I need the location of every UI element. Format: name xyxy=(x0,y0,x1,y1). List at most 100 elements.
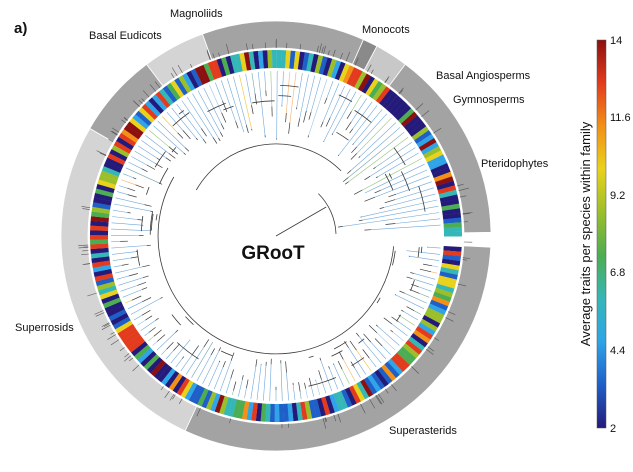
ring-cell-171 xyxy=(216,58,227,77)
ring-cell-29 xyxy=(390,355,407,372)
ring-cell-23 xyxy=(407,336,426,352)
leaf-branch-118 xyxy=(257,71,266,136)
ring-cell-110 xyxy=(96,281,116,291)
outer-tick-19 xyxy=(427,346,435,352)
ring-inner-edge xyxy=(109,69,443,403)
outer-tick-70 xyxy=(462,259,467,261)
leaf-branch-109 xyxy=(203,87,222,124)
ring-cell-21 xyxy=(413,329,431,344)
leaf-branch-52 xyxy=(196,354,212,382)
trunk-arc-0 xyxy=(157,176,394,355)
leaf-branch-108 xyxy=(197,90,221,133)
inner-branch-146 xyxy=(373,167,376,170)
ring-cell-211 xyxy=(382,92,398,109)
ring-cell-222 xyxy=(414,130,432,145)
inner-branch-72 xyxy=(142,275,149,279)
inner-branch-136 xyxy=(345,121,352,131)
outer-tick-85 xyxy=(206,51,211,61)
ring-cell-35 xyxy=(370,372,385,390)
ring-cell-202 xyxy=(350,69,363,88)
leaf-branch-28 xyxy=(333,364,344,387)
outer-tick-101 xyxy=(206,49,211,60)
inner-branch-127 xyxy=(303,110,307,123)
outer-tick-86 xyxy=(78,247,89,249)
ring-cell-77 xyxy=(192,386,205,405)
clade-arc-8 xyxy=(396,314,402,322)
leaf-branch-26 xyxy=(343,359,356,382)
ring-cell-219 xyxy=(406,118,424,134)
ring-cell-107 xyxy=(101,293,120,305)
leaf-branch-110 xyxy=(209,84,222,113)
ring-cell-41 xyxy=(348,385,361,404)
leaf-branch-50 xyxy=(208,361,220,387)
ring-cell-25 xyxy=(402,343,420,359)
outer-tick-45 xyxy=(171,67,178,77)
ring-cell-112 xyxy=(94,272,114,282)
ring-cell-147 xyxy=(126,121,144,136)
inner-branch-11 xyxy=(406,306,415,312)
leaf-branch-105 xyxy=(181,100,202,129)
ring-cell-66 xyxy=(241,401,250,420)
ring-cell-231 xyxy=(432,167,451,179)
outer-tick-83 xyxy=(94,310,104,315)
leaf-branch-158 xyxy=(342,212,440,227)
inner-branch-111 xyxy=(222,100,228,113)
inner-branch-87 xyxy=(127,194,137,198)
leaf-branch-81 xyxy=(111,228,149,231)
ring-cell-199 xyxy=(338,63,351,82)
ring-cell-109 xyxy=(98,285,117,296)
outer-tick-53 xyxy=(421,110,430,118)
clade-arc-37 xyxy=(171,147,177,153)
ring-cell-9 xyxy=(435,283,455,294)
ring-cell-40 xyxy=(352,383,366,402)
inner-branch-70 xyxy=(141,287,148,290)
colorbar-tick-11-6: 11.6 xyxy=(610,112,631,124)
leaf-branch-29 xyxy=(329,368,339,390)
outer-tick-27 xyxy=(111,131,118,136)
inner-branch-12 xyxy=(401,309,404,312)
root-branch xyxy=(275,206,327,237)
clade-arc-32 xyxy=(376,297,381,304)
leaf-branch-30 xyxy=(320,360,333,392)
ring-cell-101 xyxy=(112,316,131,330)
outer-tick-17 xyxy=(154,81,161,89)
inner-branch-33 xyxy=(308,377,312,386)
ring-cell-163 xyxy=(182,72,196,91)
outer-tick-67 xyxy=(212,53,215,59)
ring-cell-31 xyxy=(384,361,400,379)
ring-cell-218 xyxy=(403,115,421,131)
leaf-branch-68 xyxy=(127,301,143,310)
ring-cell-98 xyxy=(120,327,138,342)
ring-cell-192 xyxy=(310,53,319,73)
inner-branch-59 xyxy=(166,342,174,350)
outer-tick-108 xyxy=(462,213,471,215)
inner-branch-149 xyxy=(353,189,363,195)
outer-tick-31 xyxy=(110,339,120,346)
colorbar-title: Average traits per species within family xyxy=(578,121,593,346)
ring-cell-126 xyxy=(91,211,110,219)
leaf-branch-130 xyxy=(326,80,334,98)
ring-cell-16 xyxy=(424,311,443,324)
inner-branch-99 xyxy=(183,152,186,155)
ring-cell-68 xyxy=(232,399,242,418)
inner-branch-96 xyxy=(165,157,172,162)
ring-cell-55 xyxy=(291,402,299,422)
ring-cell-73 xyxy=(210,393,221,412)
ring-cell-82 xyxy=(172,375,187,394)
ring-cell-115 xyxy=(91,260,111,268)
leaf-branch-124 xyxy=(289,72,297,123)
leaf-branch-16 xyxy=(392,331,404,341)
inner-branch-76 xyxy=(130,256,138,259)
inner-branch-26 xyxy=(338,351,344,360)
inner-branch-13 xyxy=(398,314,400,317)
ring-cell-146 xyxy=(123,125,142,140)
leaf-branch-122 xyxy=(281,71,284,106)
leaf-branch-152 xyxy=(374,175,430,198)
inner-branch-144 xyxy=(342,177,349,182)
ring-cell-175 xyxy=(234,53,243,73)
inner-branch-34 xyxy=(304,382,307,389)
ring-cell-155 xyxy=(151,94,168,111)
inner-branch-73 xyxy=(128,273,138,277)
colorbar-tick-6-8: 6.8 xyxy=(610,267,625,279)
